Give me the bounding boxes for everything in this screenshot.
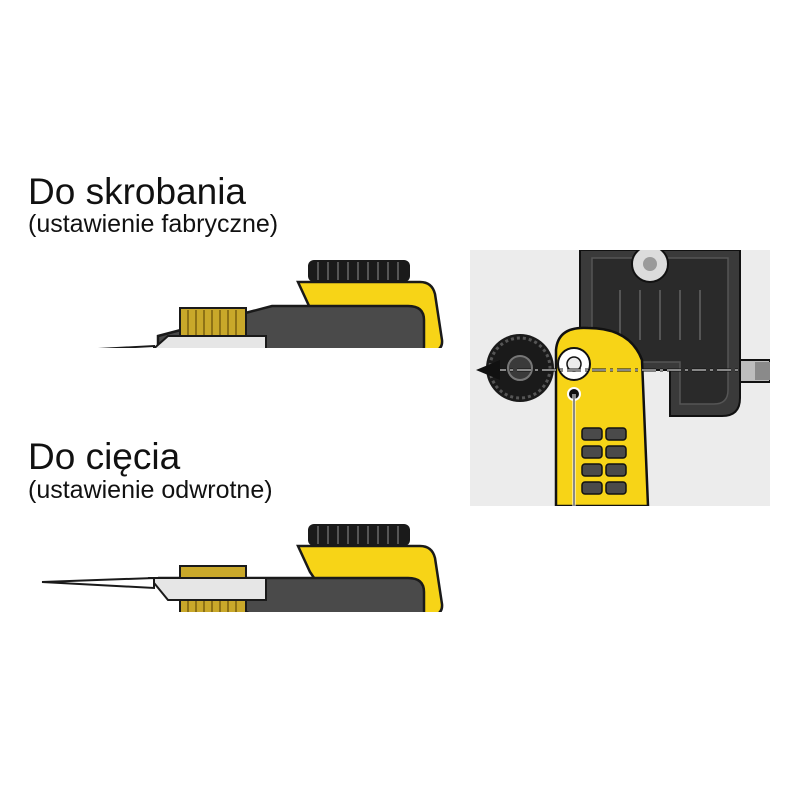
washer-icon	[557, 347, 591, 381]
knurled-knob-icon	[308, 260, 410, 282]
arrow-left-icon	[476, 360, 500, 380]
scraper-illustration-factory	[97, 260, 444, 348]
knurled-knob-icon	[308, 524, 410, 546]
cable-connector	[739, 359, 770, 383]
knurled-wheel-icon	[486, 334, 554, 402]
scraper-illustration-reversed	[41, 524, 444, 612]
section-title-cutting: Do cięcia	[28, 436, 181, 477]
brass-clamp	[179, 307, 247, 339]
section-subtitle-cutting: (ustawienie odwrotne)	[28, 476, 273, 504]
blade	[41, 576, 155, 590]
detail-inset-illustration	[470, 250, 770, 506]
blade	[97, 344, 155, 348]
inset-housing	[579, 250, 741, 417]
section-subtitle-scraping: (ustawienie fabryczne)	[28, 210, 279, 238]
section-title-scraping: Do skrobania	[28, 171, 247, 212]
blade-holder	[147, 577, 267, 601]
leader-line	[567, 387, 581, 506]
blade-holder	[152, 335, 267, 348]
